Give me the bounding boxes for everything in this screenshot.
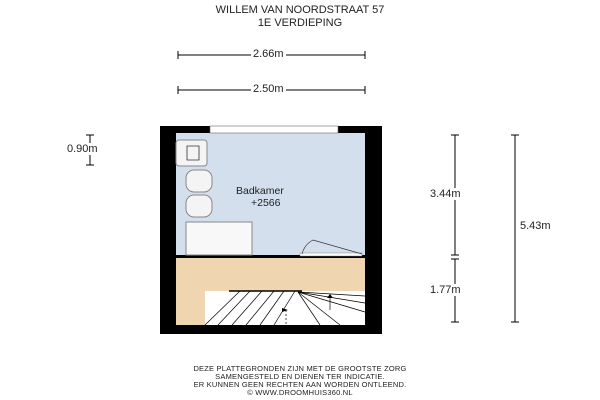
door-swing-icon [301,239,363,255]
staircase [205,291,365,325]
shower-tray-icon [185,221,253,256]
floor-title: 1E VERDIEPING [257,17,343,29]
dim-left: 0.90m [65,143,100,155]
copyright: © WWW.DROOMHUIS360.NL [247,388,353,397]
disclaimer-line: SAMENGESTELD EN DIENEN TER INDICATIE. [215,372,385,381]
room-level: +2566 [251,197,281,209]
dim-room-height: 3.44m [428,188,463,200]
disclaimer-line: DEZE PLATTEGRONDEN ZIJN MET DE GROOTSTE … [193,364,407,373]
toilet-icon [175,139,208,167]
room-name: Badkamer [236,185,284,197]
address-title: WILLEM VAN NOORDSTRAAT 57 [215,4,385,16]
door [299,252,363,257]
disclaimer-line: ER KUNNEN GEEN RECHTEN AAN WORDEN ONTLEE… [193,380,407,389]
dim-hall-height: 1.77m [428,284,463,296]
dim-width-inner: 2.50m [251,83,286,95]
stair-arrow-icon [282,294,333,312]
sink-icon [185,194,213,218]
window [209,125,339,134]
sink-icon [185,169,213,193]
dim-width-outer: 2.66m [251,48,286,60]
dim-total-height: 5.43m [520,220,551,232]
